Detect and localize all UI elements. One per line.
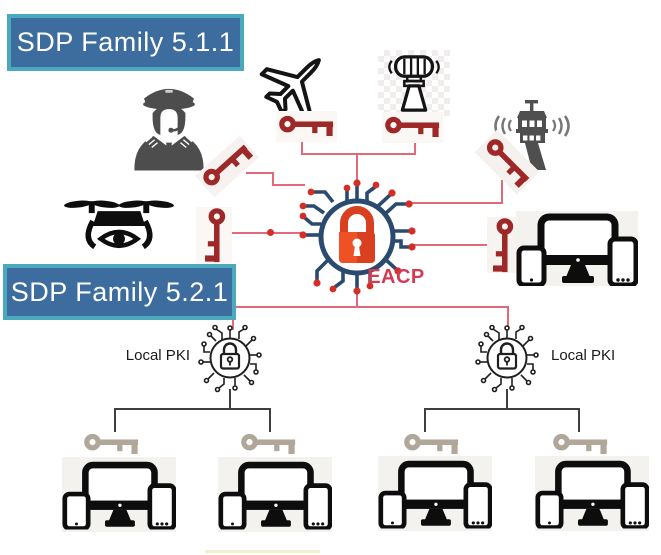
connector-line bbox=[224, 232, 303, 234]
connector-line bbox=[272, 172, 274, 186]
sdp-family-511-box: SDP Family 5.1.1 bbox=[7, 14, 244, 71]
radio-beacon-icon bbox=[382, 53, 446, 113]
connector-line bbox=[356, 283, 358, 308]
cluster-1-devices-icon bbox=[62, 459, 176, 530]
cluster-1-key-icon bbox=[83, 431, 140, 458]
connector-line bbox=[233, 306, 509, 308]
drone-icon bbox=[62, 195, 176, 253]
cluster-3-key-icon bbox=[403, 431, 460, 458]
connector-line bbox=[501, 180, 503, 204]
drone-key-icon bbox=[201, 207, 228, 264]
connector-line bbox=[114, 408, 271, 410]
sdp-family-511-label: SDP Family 5.1.1 bbox=[16, 27, 235, 57]
pilot-icon bbox=[121, 72, 217, 174]
connector-line bbox=[114, 408, 116, 432]
eacp-label: EACP bbox=[367, 266, 425, 288]
sdp-family-521-box: SDP Family 5.2.1 bbox=[3, 264, 236, 320]
connector-line bbox=[414, 244, 489, 246]
connector-line bbox=[414, 142, 416, 155]
cluster-2-key-icon bbox=[240, 431, 297, 458]
connector-line bbox=[301, 153, 358, 155]
connector-line bbox=[506, 389, 508, 410]
devices-key-icon bbox=[489, 217, 516, 274]
connector-line bbox=[507, 306, 509, 328]
cluster-3-devices-icon bbox=[378, 458, 492, 529]
connector-line bbox=[424, 408, 426, 432]
devices-icon bbox=[516, 211, 638, 286]
connector-line bbox=[356, 153, 416, 155]
drone-key-tile bbox=[196, 207, 232, 264]
connector-line bbox=[408, 202, 503, 204]
connector-line bbox=[301, 135, 303, 155]
connector-line bbox=[272, 184, 305, 186]
cluster-4-key-icon bbox=[552, 431, 609, 458]
circuit-dot bbox=[267, 229, 274, 236]
local-pki-right-label: Local PKI bbox=[551, 347, 616, 364]
connector-line bbox=[269, 408, 271, 432]
cluster-4-devices-icon bbox=[535, 458, 649, 529]
local-pki-left-label: Local PKI bbox=[125, 347, 190, 364]
airplane-key-icon bbox=[276, 111, 337, 142]
connector-line bbox=[356, 153, 358, 189]
sdp-family-521-label: SDP Family 5.2.1 bbox=[10, 276, 229, 307]
radio-beacon-key-icon bbox=[382, 112, 443, 143]
connector-line bbox=[246, 172, 274, 174]
connector-line bbox=[229, 389, 231, 410]
watermark-fragment bbox=[205, 550, 320, 553]
local-pki-left-icon bbox=[194, 322, 266, 394]
cluster-2-devices-icon bbox=[218, 459, 332, 530]
connector-line bbox=[424, 408, 580, 410]
local-pki-right-icon bbox=[471, 322, 543, 394]
connector-line bbox=[578, 408, 580, 432]
